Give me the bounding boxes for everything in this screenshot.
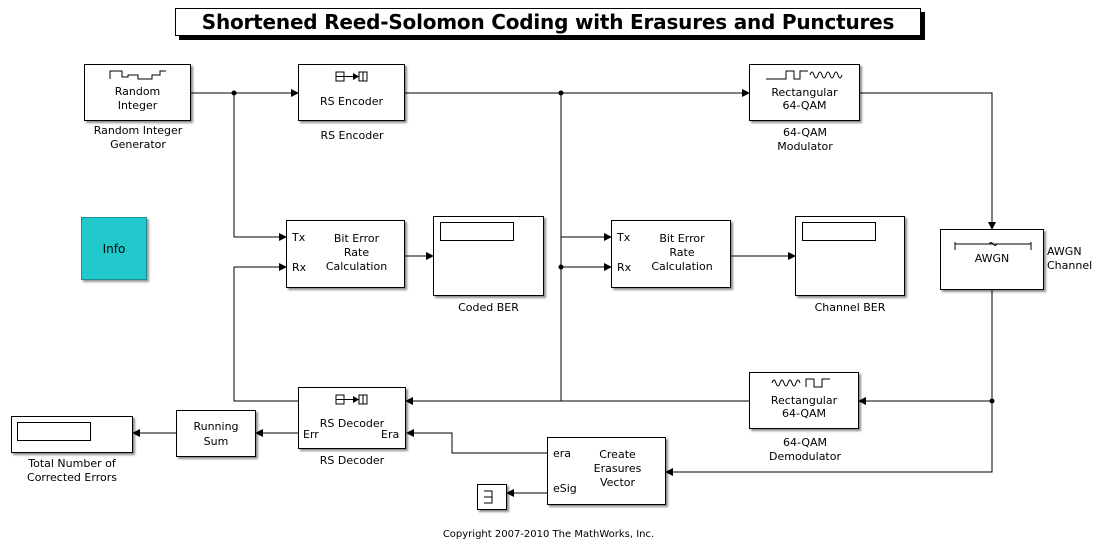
noise-icon	[954, 242, 1032, 250]
qam-modulator-block[interactable]: Rectangular 64-QAM	[749, 64, 860, 121]
block-text: Rectangular	[771, 86, 838, 99]
random-integer-generator-block[interactable]: Random Integer	[84, 64, 191, 121]
block-caption: Random Integer	[93, 124, 183, 137]
demodulation-icon	[771, 378, 830, 388]
awgn-channel-block[interactable]: AWGN	[940, 229, 1044, 290]
block-caption: Coded BER	[458, 301, 519, 314]
wire-encoded-to-ber-tx	[560, 93, 612, 241]
block-text: Bit Error	[333, 232, 380, 245]
block-caption: Modulator	[777, 140, 833, 153]
block-text: Bit Error	[659, 232, 705, 245]
block-text: Random	[114, 85, 161, 98]
block-text: Calculation	[651, 260, 713, 273]
wire-random-to-ber-tx	[233, 93, 287, 241]
channel-ber-display-block[interactable]	[795, 216, 905, 296]
block-text: RS Decoder	[319, 417, 385, 430]
encoder-icon	[335, 71, 368, 82]
block-text: AWGN	[974, 252, 1010, 265]
port-tx-label: Tx	[617, 231, 631, 244]
block-caption: Total Number of	[28, 457, 116, 470]
copyright-text: Copyright 2007-2010 The MathWorks, Inc.	[442, 529, 655, 540]
port-err-label: Err	[303, 428, 319, 441]
block-text: Rate	[669, 246, 695, 259]
block-caption: RS Encoder	[320, 129, 384, 142]
port-era-label: era	[553, 447, 572, 460]
wire-decoder-to-ber-rx	[233, 263, 298, 402]
block-text: Rate	[343, 246, 370, 259]
coded-ber-calculation-block[interactable]: Tx Rx Bit Error Rate Calculation	[286, 220, 405, 288]
block-text: RS Encoder	[319, 95, 384, 108]
block-text: 64-QAM	[781, 407, 827, 420]
modulation-icon	[766, 70, 843, 80]
port-rx-label: Rx	[292, 261, 307, 274]
info-block[interactable]: Info	[81, 217, 147, 280]
rs-encoder-block[interactable]: RS Encoder	[298, 64, 405, 121]
block-text: Erasures	[593, 462, 642, 475]
port-esig-label: eSig	[553, 482, 577, 495]
block-text: Vector	[599, 476, 636, 489]
block-text: Sum	[203, 435, 229, 448]
terminator-block[interactable]	[477, 484, 507, 510]
block-text: Create	[599, 448, 636, 461]
block-caption: Channel	[1047, 259, 1093, 272]
block-caption: Demodulator	[769, 450, 841, 463]
rs-decoder-block[interactable]: RS Decoder Err Era	[298, 387, 406, 449]
display-readout	[440, 222, 514, 241]
create-erasures-block[interactable]: era eSig Create Erasures Vector	[547, 437, 666, 505]
block-caption: Channel BER	[814, 301, 886, 314]
block-caption: Generator	[110, 138, 166, 151]
block-text: Running	[193, 420, 239, 433]
decoder-icon	[335, 394, 368, 405]
block-text: Integer	[117, 99, 158, 112]
terminator-icon	[484, 490, 493, 504]
display-readout	[17, 422, 91, 441]
display-readout	[802, 222, 876, 241]
block-caption: RS Decoder	[319, 454, 385, 467]
diagram-title: Shortened Reed-Solomon Coding with Erasu…	[175, 8, 921, 36]
wire-awgn-to-erasures	[665, 401, 993, 476]
block-caption: 64-QAM	[782, 436, 828, 449]
total-errors-display-block[interactable]	[11, 416, 133, 453]
port-tx-label: Tx	[292, 231, 306, 244]
block-caption: 64-QAM	[782, 126, 828, 139]
block-text: 64-QAM	[782, 99, 827, 112]
random-signal-icon	[109, 70, 166, 80]
running-sum-block[interactable]: Running Sum	[176, 410, 256, 457]
port-era-label: Era	[381, 428, 400, 441]
wire-erasures-to-decoder	[406, 429, 547, 454]
coded-ber-display-block[interactable]	[433, 216, 544, 296]
block-caption: AWGN	[1047, 245, 1082, 258]
channel-ber-calculation-block[interactable]: Tx Rx Bit Error Rate Calculation	[611, 220, 731, 288]
block-text: Calculation	[325, 260, 388, 273]
block-text: Rectangular	[770, 394, 838, 407]
wire-mod-to-awgn	[860, 92, 996, 230]
qam-demodulator-block[interactable]: Rectangular 64-QAM	[749, 372, 859, 429]
block-caption: Corrected Errors	[27, 471, 117, 484]
port-rx-label: Rx	[617, 261, 632, 274]
